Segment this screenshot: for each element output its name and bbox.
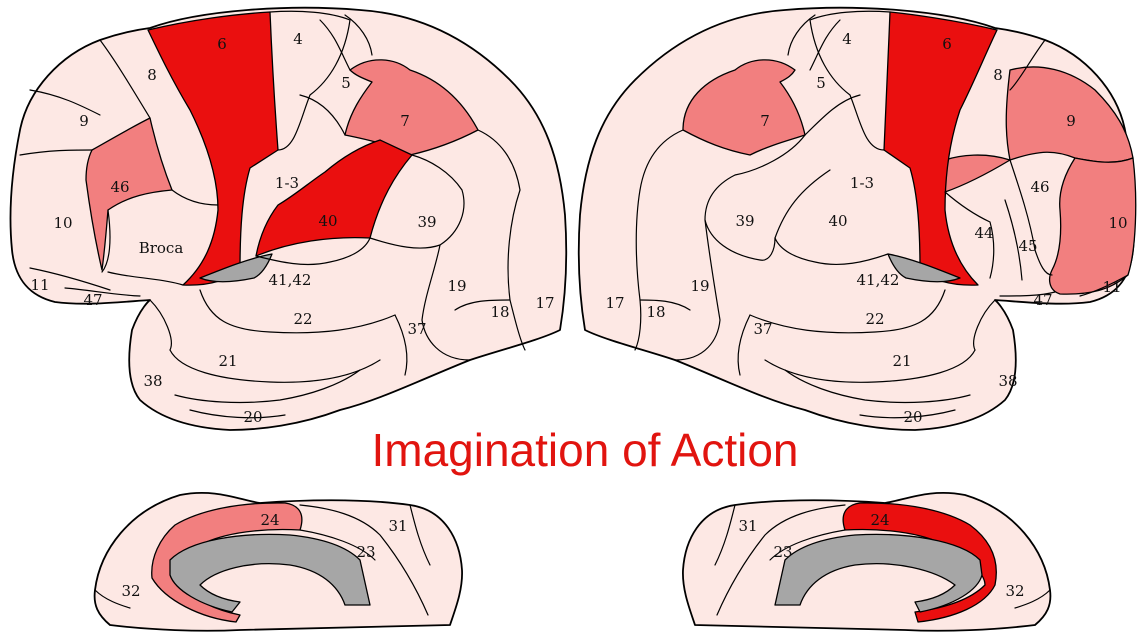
label-area-37: 37 xyxy=(407,320,426,338)
label-area-37: 37 xyxy=(753,320,772,338)
label-area-41-42: 41,42 xyxy=(269,271,312,289)
label-area-21: 21 xyxy=(892,352,911,370)
label-area-1-3: 1-3 xyxy=(850,174,874,192)
label-area-18: 18 xyxy=(646,303,665,321)
label-area-44: 44 xyxy=(974,224,993,242)
label-area-9: 9 xyxy=(79,112,89,130)
label-area-5: 5 xyxy=(341,74,351,92)
label-area-10: 10 xyxy=(1108,214,1127,232)
label-area-7: 7 xyxy=(400,112,410,130)
label-area-22: 22 xyxy=(293,310,312,328)
label-area-7: 7 xyxy=(760,112,770,130)
label-area-31-right: 31 xyxy=(738,517,757,535)
label-area-39: 39 xyxy=(417,213,436,231)
label-area-39: 39 xyxy=(735,212,754,230)
label-area-10: 10 xyxy=(53,214,72,232)
label-area-32-right: 32 xyxy=(1005,582,1024,600)
label-area-45: 45 xyxy=(1018,237,1037,255)
label-area-4: 4 xyxy=(293,30,303,48)
label-area-38: 38 xyxy=(998,372,1017,390)
label-area-21: 21 xyxy=(218,352,237,370)
label-area-19: 19 xyxy=(690,277,709,295)
label-area-47: 47 xyxy=(1033,291,1052,309)
label-area-19: 19 xyxy=(447,277,466,295)
label-area-6: 6 xyxy=(217,35,227,53)
label-area-24-right: 24 xyxy=(870,511,889,529)
label-area-46: 46 xyxy=(1030,178,1049,196)
label-area-1-3: 1-3 xyxy=(275,174,299,192)
label-area-4: 4 xyxy=(842,30,852,48)
label-area-40: 40 xyxy=(828,212,847,230)
label-area-46: 46 xyxy=(110,178,129,196)
label-area-17: 17 xyxy=(605,294,624,312)
label-area-32-left: 32 xyxy=(121,582,140,600)
label-area-41-42: 41,42 xyxy=(857,271,900,289)
label-area-38: 38 xyxy=(143,372,162,390)
label-area-47: 47 xyxy=(83,291,102,309)
label-area-40: 40 xyxy=(318,212,337,230)
label-broca: Broca xyxy=(139,239,184,257)
label-area-8: 8 xyxy=(147,66,157,84)
label-area-11: 11 xyxy=(1102,278,1121,296)
label-area-31-left: 31 xyxy=(388,517,407,535)
lateral-right-hemisphere xyxy=(579,8,1136,430)
medial-right-hemisphere xyxy=(683,493,1051,631)
label-area-23-right: 23 xyxy=(773,543,792,561)
label-area-6: 6 xyxy=(942,35,952,53)
label-area-20: 20 xyxy=(903,408,922,426)
label-area-8: 8 xyxy=(993,66,1003,84)
label-area-22: 22 xyxy=(865,310,884,328)
label-area-9: 9 xyxy=(1066,112,1076,130)
label-area-18: 18 xyxy=(490,303,509,321)
label-area-24-left: 24 xyxy=(260,511,279,529)
label-area-17: 17 xyxy=(535,294,554,312)
label-area-23-left: 23 xyxy=(356,543,375,561)
lateral-left-hemisphere xyxy=(10,8,566,430)
label-area-5: 5 xyxy=(816,74,826,92)
figure-title: Imagination of Action xyxy=(371,424,798,476)
label-area-20: 20 xyxy=(243,408,262,426)
label-area-11: 11 xyxy=(30,276,49,294)
